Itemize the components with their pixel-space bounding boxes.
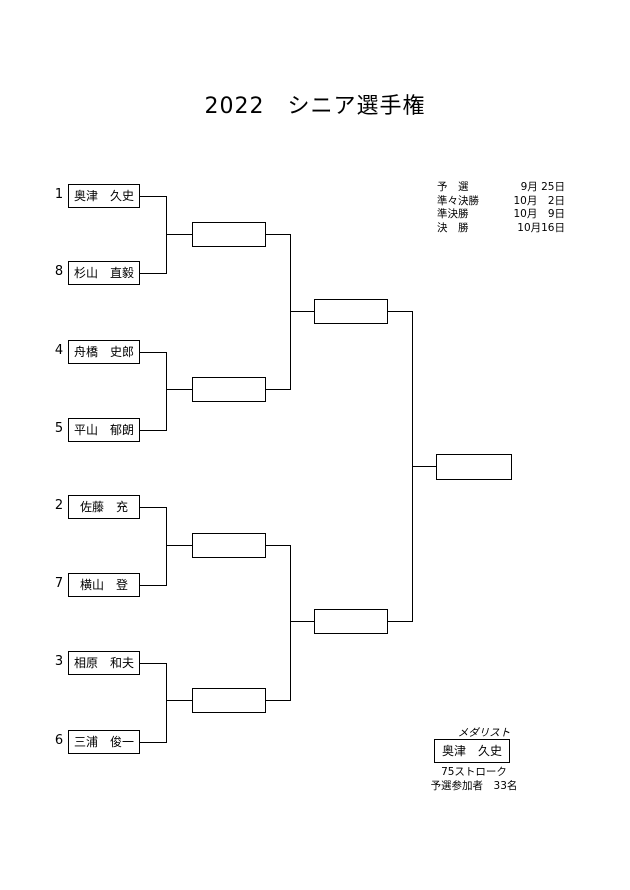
bracket-line: [140, 663, 166, 664]
bracket-line: [166, 700, 192, 701]
bracket-line: [166, 352, 167, 431]
bracket-line: [290, 545, 291, 701]
bracket-line: [290, 234, 291, 390]
schedule-row: 決 勝 10月16日: [437, 222, 565, 236]
quarterfinal-slot: [192, 688, 266, 713]
schedule-round: 決 勝: [437, 221, 469, 234]
bracket-line: [166, 234, 192, 235]
bracket-line: [266, 389, 290, 390]
bracket-line: [266, 545, 290, 546]
quarterfinal-slot: [192, 222, 266, 247]
bracket-line: [388, 621, 413, 622]
schedule-row: 予 選 9月 25日: [437, 181, 565, 195]
schedule-date: 10月16日: [517, 221, 565, 234]
quarterfinal-slot: [192, 377, 266, 402]
schedule-row: 準決勝 10月 9日: [437, 208, 565, 222]
bracket-line: [140, 742, 166, 743]
seed-number: 3: [54, 654, 64, 669]
page-title: 2022 シニア選手権: [204, 94, 426, 119]
schedule-date: 10月 9日: [513, 208, 565, 220]
player-box: 杉山 直毅: [68, 261, 140, 285]
semifinal-slot: [314, 299, 388, 324]
quarterfinal-slot: [192, 533, 266, 558]
player-box: 三浦 俊一: [68, 730, 140, 754]
player-box: 相原 和夫: [68, 651, 140, 675]
bracket-line: [140, 585, 166, 586]
schedule-round: 予 選: [437, 181, 469, 193]
schedule-round: 準々決勝: [437, 194, 479, 207]
medalist-score: 75ストローク: [441, 766, 507, 778]
seed-number: 7: [54, 576, 64, 591]
bracket-line: [140, 196, 166, 197]
bracket-line: [388, 311, 413, 312]
semifinal-slot: [314, 609, 388, 634]
medalist-label: メダリスト: [457, 727, 511, 739]
bracket-line: [412, 466, 436, 467]
player-box: 佐藤 充: [68, 495, 140, 519]
seed-number: 8: [54, 264, 64, 279]
medalist-name: 奥津 久史: [434, 739, 510, 763]
bracket-line: [140, 430, 166, 431]
champion-slot: [436, 454, 512, 480]
bracket-line: [166, 663, 167, 743]
bracket-line: [266, 700, 290, 701]
seed-number: 4: [54, 343, 64, 358]
player-box: 舟橋 史郎: [68, 340, 140, 364]
seed-number: 6: [54, 733, 64, 748]
bracket-line: [166, 389, 192, 390]
schedule-row: 準々決勝 10月 2日: [437, 195, 565, 209]
bracket-line: [266, 234, 290, 235]
bracket-line: [290, 621, 314, 622]
bracket-line: [140, 352, 166, 353]
bracket-line: [166, 545, 192, 546]
schedule: 予 選 9月 25日 準々決勝 10月 2日 準決勝 10月 9日 決 勝 10…: [437, 181, 565, 235]
schedule-date: 10月 2日: [513, 194, 565, 207]
schedule-date: 9月 25日: [520, 181, 565, 193]
bracket-line: [290, 311, 314, 312]
bracket-line: [140, 273, 166, 274]
seed-number: 5: [54, 421, 64, 436]
player-box: 奥津 久史: [68, 184, 140, 208]
bracket-line: [140, 507, 166, 508]
bracket-line: [166, 507, 167, 586]
bracket-line: [166, 196, 167, 274]
seed-number: 2: [54, 498, 64, 513]
seed-number: 1: [54, 187, 64, 202]
schedule-round: 準決勝: [437, 208, 469, 220]
qualifier-count: 予選参加者 33名: [430, 780, 518, 792]
player-box: 平山 郁朗: [68, 418, 140, 442]
player-box: 横山 登: [68, 573, 140, 597]
